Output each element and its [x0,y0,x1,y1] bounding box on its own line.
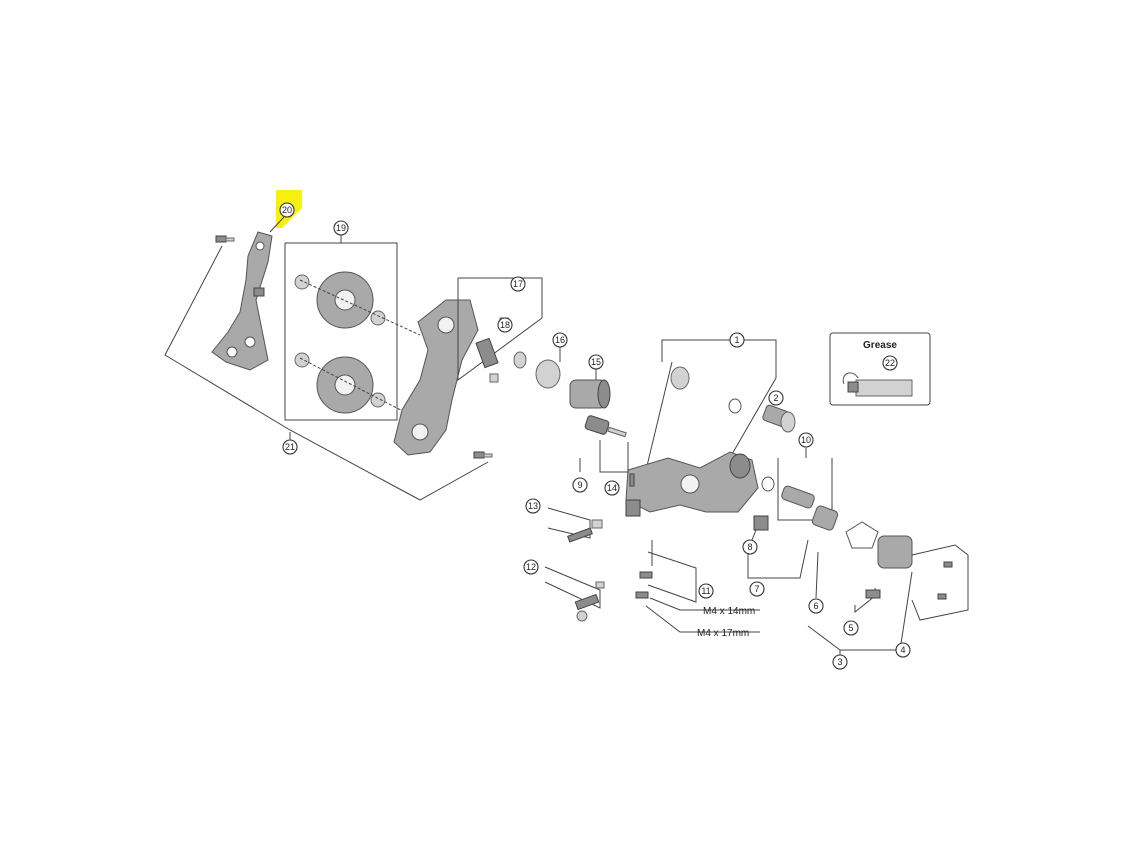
spec-m4-17: M4 x 17mm [697,628,749,639]
upper-pulley [294,271,386,329]
screw-12 [574,581,605,622]
svg-text:22: 22 [885,358,895,368]
svg-text:15: 15 [591,357,601,367]
callout-20: 20 [279,202,295,218]
washer-1 [670,366,742,414]
screw-14 [629,473,635,487]
callout-3: 3 [832,654,848,670]
lower-pulley [294,352,386,414]
pivot-bolt-2 [762,404,796,433]
svg-text:16: 16 [555,335,565,345]
svg-text:17: 17 [513,279,523,289]
svg-text:18: 18 [500,320,510,330]
callout-1: 1 [729,332,745,348]
callout-7: 7 [749,581,765,597]
cover-screws-4 [937,561,953,600]
callout-10: 10 [798,432,814,448]
svg-text:12: 12 [526,562,536,572]
svg-text:21: 21 [285,442,295,452]
derailleur-body [625,451,759,517]
cage-plate-outer [393,299,479,456]
callout-11: 11 [698,583,714,599]
clutch-unit-3 [865,535,913,599]
callout-4: 4 [895,642,911,658]
cage-bolt-bottom [473,451,493,459]
svg-text:19: 19 [336,223,346,233]
svg-text:3: 3 [837,657,842,667]
callout-5: 5 [843,620,859,636]
clutch-part-8 [753,515,769,531]
svg-text:5: 5 [848,623,853,633]
callout-21: 21 [282,439,298,455]
callout-6: 6 [808,598,824,614]
callout-17: 17 [510,276,526,292]
callout-18: 18 [497,317,513,333]
callout-19: 19 [333,220,349,236]
callout-9: 9 [572,477,588,493]
svg-text:13: 13 [528,501,538,511]
callout-22: 22 [882,355,898,371]
cage-plate-inner [211,231,273,371]
screw-13 [567,519,603,543]
bolts-11 [635,540,653,599]
callout-14: 14 [604,480,620,496]
callout-13: 13 [525,498,541,514]
svg-text:2: 2 [773,393,778,403]
svg-text:6: 6 [813,601,818,611]
cage-axle-15 [569,379,611,409]
spec-m4-14: M4 x 14mm [703,606,755,617]
axle-10 [761,476,815,509]
callout-8: 8 [742,539,758,555]
grease-box: Grease [829,332,931,406]
cage-bolt-top [215,235,235,243]
svg-text:1: 1 [734,335,739,345]
callout-2: 2 [768,390,784,406]
adjust-screw-9 [584,415,627,438]
svg-text:10: 10 [801,435,811,445]
svg-text:7: 7 [754,584,759,594]
spring-6 [811,505,879,549]
grease-title: Grease [863,340,897,351]
bushing-16 [513,351,561,389]
svg-text:8: 8 [747,542,752,552]
callout-15: 15 [588,354,604,370]
callout-16: 16 [552,332,568,348]
callout-12: 12 [523,559,539,575]
svg-text:11: 11 [701,586,710,596]
svg-text:14: 14 [607,483,617,493]
svg-text:4: 4 [900,645,905,655]
svg-text:20: 20 [282,205,292,215]
svg-text:9: 9 [577,480,582,490]
